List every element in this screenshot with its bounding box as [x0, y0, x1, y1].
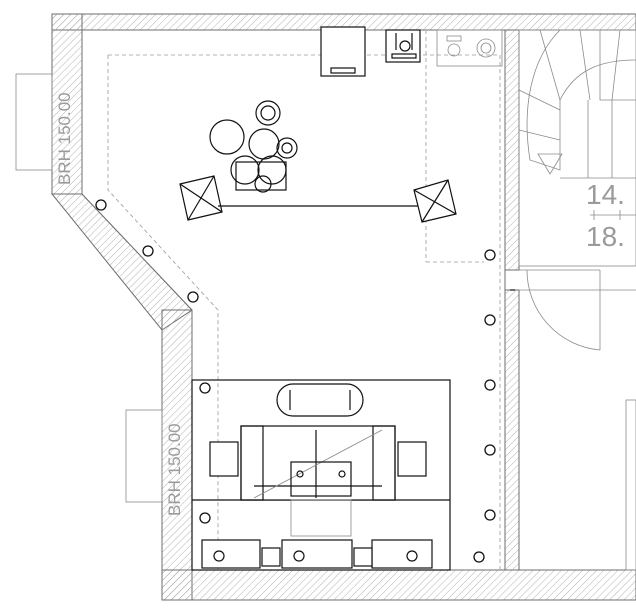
- door-swing: [519, 269, 636, 571]
- room-height-label: 18.: [586, 221, 625, 252]
- window-upper: BRH 150.00: [15, 73, 74, 185]
- drum-kit: [209, 100, 298, 193]
- sofa: [240, 425, 396, 537]
- turntable: [385, 29, 421, 63]
- side-table-right: [397, 441, 427, 477]
- window-lower-label: BRH 150.00: [165, 423, 184, 516]
- side-table-left: [209, 441, 239, 477]
- window-upper-label: BRH 150.00: [55, 92, 74, 185]
- equipment-rack: [436, 29, 503, 67]
- coffee-table: [276, 383, 364, 417]
- amplifier: [320, 26, 366, 77]
- staircase-room: 14. 18.: [518, 29, 636, 267]
- sideboard: [201, 539, 433, 569]
- ceiling-line: [108, 54, 501, 570]
- speaker-left: [179, 175, 223, 221]
- window-lower: BRH 150.00: [125, 409, 184, 516]
- ceiling-lights: [95, 199, 496, 563]
- room-area-label: 14.: [586, 179, 625, 210]
- speaker-right: [413, 179, 457, 223]
